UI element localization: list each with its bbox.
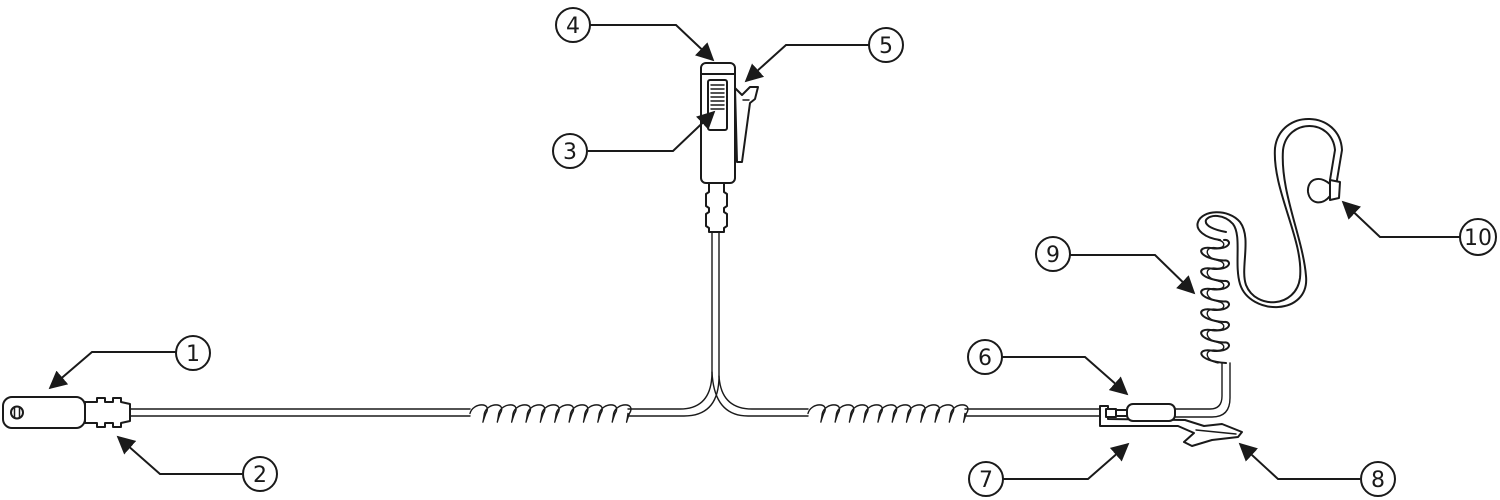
clip-assembly (1099, 403, 1243, 447)
right-cable (711, 371, 1101, 423)
callouts: 1 2 3 4 5 6 7 (48, 7, 1497, 497)
coil-loops (807, 404, 969, 423)
callout-3: 3 (552, 110, 716, 169)
callout-number: 10 (1464, 226, 1492, 251)
callout-number: 8 (1371, 468, 1385, 493)
coiled-cable-left (469, 404, 632, 423)
connector-plug (2, 396, 86, 429)
coiled-cable-right (807, 404, 969, 423)
callout-number: 4 (566, 14, 580, 39)
callout-1: 1 (48, 335, 211, 390)
acoustic-tube (1174, 118, 1343, 418)
callout-7: 7 (968, 442, 1130, 497)
coil-inner-loops (1206, 239, 1225, 364)
callout-2: 2 (116, 435, 278, 492)
callout-number: 9 (1046, 243, 1060, 268)
callout-8: 8 (1238, 442, 1396, 497)
callout-number: 2 (253, 463, 267, 488)
coil-loops (1200, 238, 1230, 364)
callout-number: 6 (978, 346, 992, 371)
callout-6: 6 (967, 339, 1129, 396)
callout-5: 5 (744, 27, 904, 83)
ptt-microphone-unit (700, 62, 759, 233)
plug-strain-relief (84, 397, 131, 428)
coiled-acoustic-tube (1200, 238, 1230, 364)
callout-number: 3 (563, 140, 577, 165)
callout-number: 7 (979, 468, 993, 493)
left-cable (129, 231, 720, 423)
coil-loops (469, 404, 632, 423)
callout-number: 1 (186, 342, 200, 367)
ear-tip (1306, 177, 1341, 204)
callout-9: 9 (1035, 236, 1196, 295)
callout-10: 10 (1341, 200, 1497, 256)
callout-number: 5 (879, 34, 893, 59)
callout-4: 4 (555, 7, 715, 62)
